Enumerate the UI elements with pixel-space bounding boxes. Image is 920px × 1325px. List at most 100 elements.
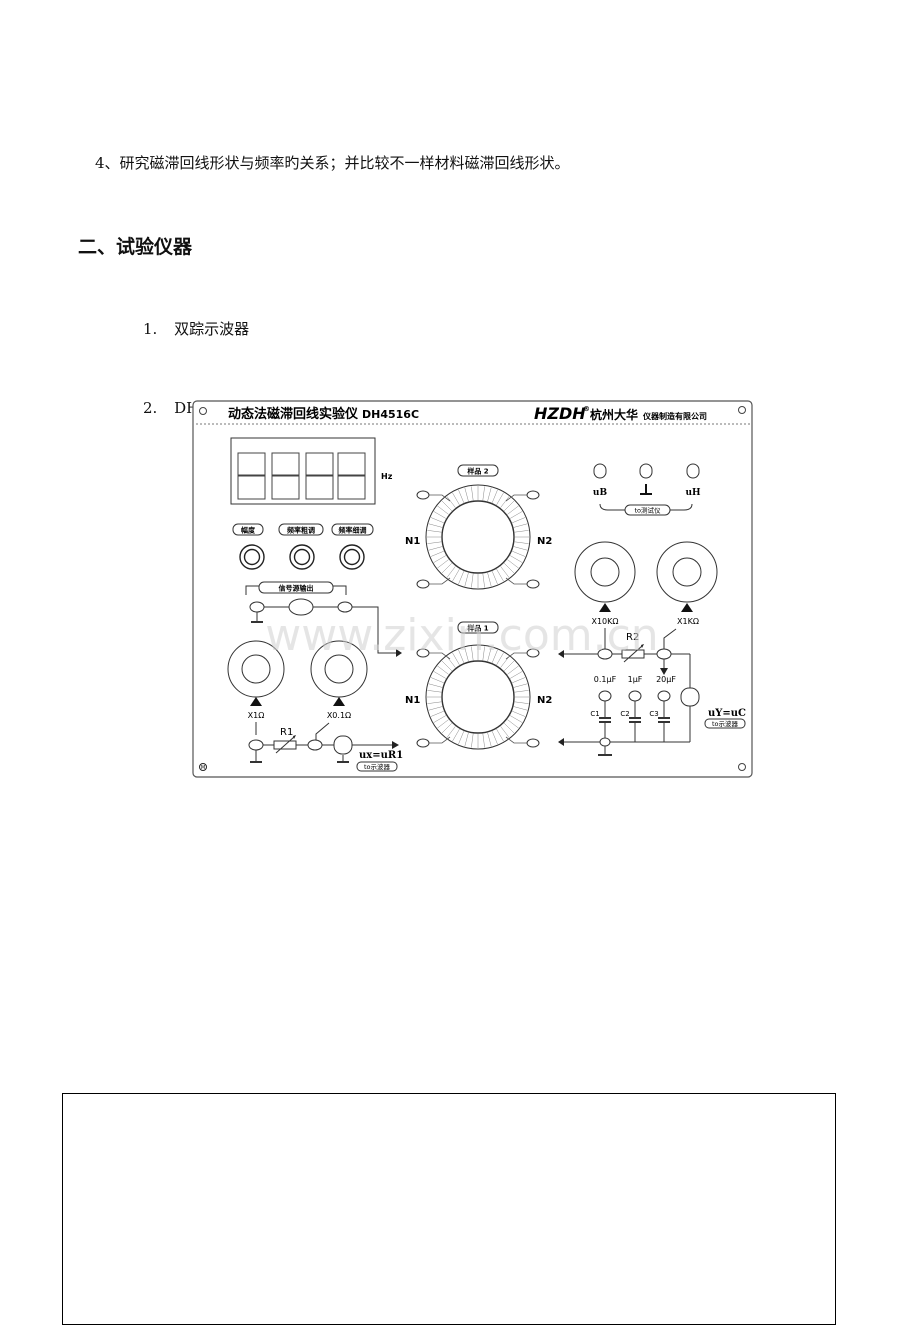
winding-line [482, 646, 485, 661]
screw-icon [738, 763, 746, 771]
winding-line [500, 496, 510, 508]
sample2-label-box [457, 464, 499, 477]
signal-output-label: 信号源输出 [279, 584, 314, 593]
ground-terminal[interactable] [639, 463, 653, 479]
uh-terminal[interactable] [686, 463, 700, 479]
ub-label: uB [593, 488, 608, 498]
winding-line [487, 572, 492, 587]
winding-line [482, 733, 485, 748]
n2-label: N2 [537, 536, 552, 547]
winding-line [427, 541, 442, 544]
winding-line [507, 559, 519, 569]
x10k-selector-knob[interactable] [574, 541, 636, 603]
to-scope-label: to示波器 [712, 719, 739, 728]
r1-right-terminal[interactable] [307, 739, 323, 751]
winding-line [441, 722, 453, 734]
x01-ohm-selector-knob[interactable] [310, 640, 368, 698]
amplitude-label: 幅度 [241, 526, 256, 535]
winding-line [437, 665, 449, 675]
winding-line [496, 568, 504, 582]
sample1-n2-bottom-terminal[interactable] [526, 738, 540, 748]
uh-label: uH [685, 488, 701, 498]
amplitude-knob[interactable] [239, 544, 265, 570]
r2-label: R2 [626, 632, 639, 643]
sample2-n1-bottom-terminal[interactable] [416, 579, 430, 589]
winding-line [482, 573, 485, 588]
signal-output-connector[interactable] [288, 598, 314, 616]
winding-line [441, 500, 453, 512]
sample2-n2-top-terminal[interactable] [526, 490, 540, 500]
instrument-panel-figure: M 动态法磁滞回线实验仪 DH4516C HZDH ® 杭州大华 仪器制造有限公… [192, 400, 753, 778]
r2-left-terminal[interactable] [597, 648, 613, 660]
r1-left-terminal[interactable] [248, 739, 264, 751]
sample2-n1-top-terminal[interactable] [416, 490, 430, 500]
fine-frequency-knob[interactable] [339, 544, 365, 570]
signal-output-terminal[interactable] [337, 601, 353, 613]
sample2-n2-bottom-terminal[interactable] [526, 579, 540, 589]
winding-line [441, 562, 453, 574]
winding-line [509, 715, 523, 723]
brand-registered: ® [583, 405, 590, 413]
winding-line [437, 559, 449, 569]
c3-terminal[interactable] [657, 690, 671, 702]
ux-output-connector[interactable] [333, 735, 353, 755]
winding-line [452, 728, 460, 742]
winding-line [471, 573, 474, 588]
winding-line [446, 566, 456, 578]
panel-title: 动态法磁滞回线实验仪 [228, 406, 359, 422]
uy-output-connector[interactable] [680, 687, 700, 707]
winding-line [464, 572, 469, 587]
winding-line [500, 566, 510, 578]
winding-line [437, 719, 449, 729]
hz-label: Hz [381, 472, 393, 481]
ub-terminal[interactable] [593, 463, 607, 479]
winding-line [458, 731, 465, 745]
c2-terminal[interactable] [628, 690, 642, 702]
winding-line [514, 530, 529, 533]
winding-line [500, 726, 510, 738]
winding-line [487, 732, 492, 747]
winding-line [452, 568, 460, 582]
sample1-n1-bottom-terminal[interactable] [416, 738, 430, 748]
coarse-freq-label: 频率粗调 [287, 526, 315, 535]
winding-line [500, 656, 510, 668]
signal-ground-terminal[interactable] [249, 601, 265, 613]
winding-line [491, 649, 498, 663]
r2-right-terminal[interactable] [656, 648, 672, 660]
winding-line [471, 486, 474, 501]
x01-ohm-label: X0.1Ω [327, 711, 351, 720]
winding-line [482, 486, 485, 501]
ux-ur1-label: ux=uR1 [359, 750, 403, 761]
winding-line [491, 571, 498, 585]
winding-line [464, 732, 469, 747]
capacitor-common-terminal[interactable] [599, 737, 611, 747]
winding-line [512, 710, 526, 717]
winding-line [430, 710, 444, 717]
coarse-frequency-knob[interactable] [289, 544, 315, 570]
fine-freq-label: 频率细调 [339, 526, 367, 535]
ce-mark: M [201, 765, 205, 771]
winding-line [430, 517, 444, 524]
x1-ohm-selector-knob[interactable] [227, 640, 285, 698]
list-item-1: 1. 双踪示波器 [143, 318, 249, 339]
c1-label: C1 [590, 710, 599, 718]
x10k-label: X10KΩ [591, 617, 618, 626]
knob-label-box [232, 523, 264, 536]
list-item-2: 2. DH [143, 399, 199, 417]
winding-line [503, 722, 515, 734]
winding-line [513, 523, 528, 528]
winding-line [513, 706, 528, 711]
triangle-marker [250, 697, 262, 706]
x1k-selector-knob[interactable] [656, 541, 718, 603]
winding-line [487, 487, 492, 502]
winding-line [446, 496, 456, 508]
winding-line [514, 541, 529, 544]
answer-box [62, 1093, 836, 1325]
winding-line [509, 671, 523, 679]
company-name: 杭州大华 [590, 407, 638, 422]
n1-label: N1 [405, 536, 420, 547]
cap-value-20uf: 20μF [656, 675, 676, 684]
winding-line [433, 555, 447, 563]
c1-terminal[interactable] [598, 690, 612, 702]
sample2-toroid [425, 484, 531, 590]
